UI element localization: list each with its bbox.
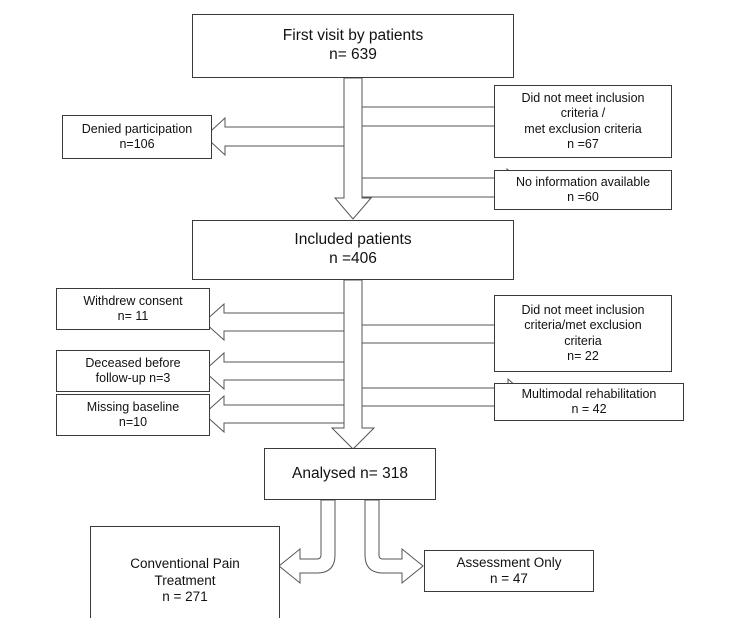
node-included-count: n =406 xyxy=(329,250,377,267)
node-first-visit-count: n= 639 xyxy=(329,46,377,63)
node-did-not-meet-inclusion-2[interactable]: Did not meet inclusion criteria/met excl… xyxy=(494,295,672,372)
node-deceased-before-followup[interactable]: Deceased before follow-up n=3 xyxy=(56,350,210,392)
arrow-first-visit-to-denied xyxy=(204,116,345,157)
node-not-meet-2-line3: criteria xyxy=(564,333,602,348)
arrow-analysed-to-conventional xyxy=(278,499,336,585)
node-missing-count: n=10 xyxy=(118,415,148,429)
node-withdrew-label: Withdrew consent xyxy=(83,293,183,308)
node-first-visit-label: First visit by patients xyxy=(282,27,424,45)
node-not-meet-2-line2: criteria/met exclusion xyxy=(524,318,642,333)
node-not-meet-1-line1: Did not meet inclusion xyxy=(521,91,645,105)
arrow-included-to-analysed xyxy=(330,279,376,450)
node-analysed[interactable]: Analysed n= 318 xyxy=(264,448,436,500)
node-missing-label: Missing baseline xyxy=(86,399,180,414)
node-conventional-line1: Conventional Pain xyxy=(130,556,240,572)
node-first-visit[interactable]: First visit by patients n= 639 xyxy=(192,14,514,78)
node-assessment-count: n = 47 xyxy=(490,571,528,586)
node-included-patients[interactable]: Included patients n =406 xyxy=(192,220,514,280)
arrow-first-visit-to-included xyxy=(333,77,373,220)
node-multimodal-count: n = 42 xyxy=(571,402,607,416)
node-denied-participation[interactable]: Denied participation n=106 xyxy=(62,115,212,159)
node-assessment-label: Assessment Only xyxy=(456,554,562,570)
arrow-included-to-withdrew xyxy=(203,302,345,342)
node-missing-baseline[interactable]: Missing baseline n=10 xyxy=(56,394,210,436)
node-not-meet-1-count: n =67 xyxy=(567,136,599,151)
arrow-included-to-deceased xyxy=(203,351,345,391)
node-multimodal-label: Multimodal rehabilitation xyxy=(521,386,657,401)
node-assessment-only[interactable]: Assessment Only n = 47 xyxy=(424,550,594,592)
arrow-included-to-missing xyxy=(203,394,345,434)
node-did-not-meet-inclusion-1[interactable]: Did not meet inclusion criteria / met ex… xyxy=(494,85,672,158)
node-withdrew-count: n= 11 xyxy=(117,309,149,323)
node-deceased-line2: follow-up n=3 xyxy=(95,371,171,385)
node-not-meet-1-line3: met exclusion criteria xyxy=(524,121,642,136)
node-included-label: Included patients xyxy=(294,231,412,249)
node-denied-label: Denied participation xyxy=(81,121,193,136)
node-no-information-available[interactable]: No information available n =60 xyxy=(494,170,672,210)
node-no-info-label: No information available xyxy=(515,174,651,189)
node-deceased-line1: Deceased before xyxy=(85,355,181,370)
node-conventional-pain-treatment[interactable]: Conventional Pain Treatment n = 271 xyxy=(90,526,280,618)
node-conventional-count: n = 271 xyxy=(162,589,208,605)
node-conventional-line2: Treatment xyxy=(154,572,216,588)
node-not-meet-1-line2: criteria / xyxy=(560,106,606,121)
node-no-info-count: n =60 xyxy=(567,190,599,204)
node-not-meet-2-line1: Did not meet inclusion xyxy=(521,303,645,317)
arrow-analysed-to-assessment xyxy=(364,499,424,585)
node-denied-count: n=106 xyxy=(119,137,155,151)
node-analysed-label: Analysed n= 318 xyxy=(292,464,408,482)
node-not-meet-2-count: n= 22 xyxy=(567,348,599,363)
node-withdrew-consent[interactable]: Withdrew consent n= 11 xyxy=(56,288,210,330)
node-multimodal-rehabilitation[interactable]: Multimodal rehabilitation n = 42 xyxy=(494,383,684,421)
